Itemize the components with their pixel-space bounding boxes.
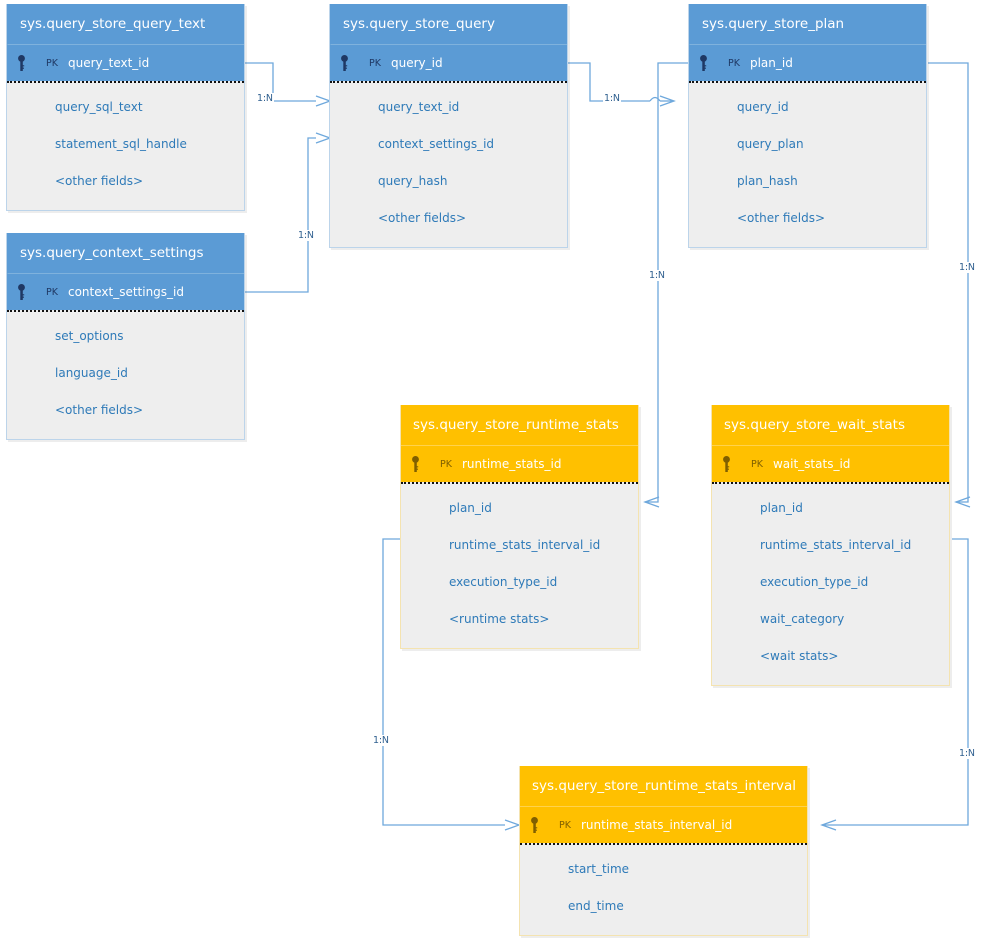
entity-query-context-settings[interactable]: sys.query_context_settings PK context_se… bbox=[6, 233, 247, 442]
entity-query-store-query[interactable]: sys.query_store_query PK query_id query_… bbox=[329, 4, 570, 250]
entity-body: sys.query_store_runtime_stats_interval P… bbox=[519, 766, 808, 936]
field-row: <other fields> bbox=[378, 211, 467, 225]
entity-query-store-query-text[interactable]: sys.query_store_query_text PK query_text… bbox=[6, 4, 247, 213]
pk-label: PK bbox=[440, 458, 452, 470]
key-icon bbox=[7, 284, 45, 300]
pk-field-name: runtime_stats_interval_id bbox=[580, 818, 733, 832]
pk-label: PK bbox=[559, 819, 571, 831]
primary-key-row[interactable]: PK query_text_id bbox=[7, 45, 244, 81]
field-row: <other fields> bbox=[55, 403, 144, 417]
entity-body: sys.query_store_plan PK plan_id query_id… bbox=[688, 4, 927, 248]
entity-body: sys.query_context_settings PK context_se… bbox=[6, 233, 245, 440]
cardinality-label: 1:N bbox=[958, 748, 976, 759]
cardinality-label: 1:N bbox=[372, 735, 390, 746]
key-icon bbox=[712, 456, 750, 472]
field-row: query_text_id bbox=[378, 100, 460, 114]
key-icon bbox=[520, 817, 558, 833]
entity-body: sys.query_store_query_text PK query_text… bbox=[6, 4, 245, 211]
entity-title: sys.query_store_plan bbox=[689, 4, 926, 45]
field-list: start_time end_time bbox=[520, 843, 807, 935]
pk-field-name: query_text_id bbox=[67, 56, 150, 70]
primary-key-row[interactable]: PK context_settings_id bbox=[7, 274, 244, 310]
field-row: set_options bbox=[55, 329, 124, 343]
field-row: execution_type_id bbox=[760, 575, 869, 589]
cardinality-label: 1:N bbox=[958, 262, 976, 273]
key-icon bbox=[7, 55, 45, 71]
pk-field-name: plan_id bbox=[749, 56, 793, 70]
field-row: query_plan bbox=[737, 137, 804, 151]
field-row: query_hash bbox=[378, 174, 448, 188]
field-list: query_text_id context_settings_id query_… bbox=[330, 81, 567, 247]
field-row: <other fields> bbox=[737, 211, 826, 225]
cardinality-label: 1:N bbox=[648, 270, 666, 281]
connector-plan-to-runtimestats bbox=[643, 62, 688, 508]
primary-key-row[interactable]: PK runtime_stats_interval_id bbox=[520, 807, 807, 843]
field-row: context_settings_id bbox=[378, 137, 495, 151]
field-row: execution_type_id bbox=[449, 575, 558, 589]
primary-key-row[interactable]: PK runtime_stats_id bbox=[401, 446, 638, 482]
pk-field-name: context_settings_id bbox=[67, 285, 185, 299]
field-row: runtime_stats_interval_id bbox=[449, 538, 601, 552]
pk-field-name: runtime_stats_id bbox=[461, 457, 562, 471]
field-list: query_sql_text statement_sql_handle <oth… bbox=[7, 81, 244, 210]
field-row: <runtime stats> bbox=[449, 612, 550, 626]
entity-title: sys.query_store_runtime_stats_interval bbox=[520, 766, 807, 807]
field-list: plan_id runtime_stats_interval_id execut… bbox=[401, 482, 638, 648]
entity-query-store-wait-stats[interactable]: sys.query_store_wait_stats PK wait_stats… bbox=[711, 405, 952, 688]
field-row: end_time bbox=[568, 899, 624, 913]
primary-key-row[interactable]: PK query_id bbox=[330, 45, 567, 81]
cardinality-label: 1:N bbox=[256, 93, 274, 104]
entity-title: sys.query_context_settings bbox=[7, 233, 244, 274]
entity-query-store-plan[interactable]: sys.query_store_plan PK plan_id query_id… bbox=[688, 4, 929, 250]
field-row: plan_id bbox=[760, 501, 803, 515]
entity-body: sys.query_store_runtime_stats PK runtime… bbox=[400, 405, 639, 649]
key-icon bbox=[401, 456, 439, 472]
connector-ctxsettings-to-query bbox=[245, 132, 332, 293]
field-row: start_time bbox=[568, 862, 630, 876]
connector-query-to-plan bbox=[568, 62, 676, 107]
pk-field-name: wait_stats_id bbox=[772, 457, 851, 471]
entity-title: sys.query_store_wait_stats bbox=[712, 405, 949, 446]
field-list: plan_id runtime_stats_interval_id execut… bbox=[712, 482, 949, 685]
field-list: query_id query_plan plan_hash <other fie… bbox=[689, 81, 926, 247]
field-row: language_id bbox=[55, 366, 128, 380]
pk-label: PK bbox=[751, 458, 763, 470]
field-row: query_id bbox=[737, 100, 789, 114]
entity-body: sys.query_store_query PK query_id query_… bbox=[329, 4, 568, 248]
pk-label: PK bbox=[46, 286, 58, 298]
entity-query-store-runtime-stats-interval[interactable]: sys.query_store_runtime_stats_interval P… bbox=[519, 766, 810, 938]
entity-body: sys.query_store_wait_stats PK wait_stats… bbox=[711, 405, 950, 686]
key-icon bbox=[689, 55, 727, 71]
entity-title: sys.query_store_query bbox=[330, 4, 567, 45]
pk-label: PK bbox=[728, 57, 740, 69]
entity-title: sys.query_store_query_text bbox=[7, 4, 244, 45]
field-row: plan_id bbox=[449, 501, 492, 515]
key-icon bbox=[330, 55, 368, 71]
field-row: statement_sql_handle bbox=[55, 137, 187, 151]
field-row: query_sql_text bbox=[55, 100, 143, 114]
field-row: <other fields> bbox=[55, 174, 144, 188]
pk-field-name: query_id bbox=[390, 56, 443, 70]
pk-label: PK bbox=[369, 57, 381, 69]
field-list: set_options language_id <other fields> bbox=[7, 310, 244, 439]
primary-key-row[interactable]: PK wait_stats_id bbox=[712, 446, 949, 482]
cardinality-label: 1:N bbox=[297, 230, 315, 241]
pk-label: PK bbox=[46, 57, 58, 69]
field-row: plan_hash bbox=[737, 174, 798, 188]
entity-title: sys.query_store_runtime_stats bbox=[401, 405, 638, 446]
primary-key-row[interactable]: PK plan_id bbox=[689, 45, 926, 81]
entity-query-store-runtime-stats[interactable]: sys.query_store_runtime_stats PK runtime… bbox=[400, 405, 641, 651]
cardinality-label: 1:N bbox=[603, 93, 621, 104]
field-row: wait_category bbox=[760, 612, 845, 626]
field-row: <wait stats> bbox=[760, 649, 839, 663]
field-row: runtime_stats_interval_id bbox=[760, 538, 912, 552]
